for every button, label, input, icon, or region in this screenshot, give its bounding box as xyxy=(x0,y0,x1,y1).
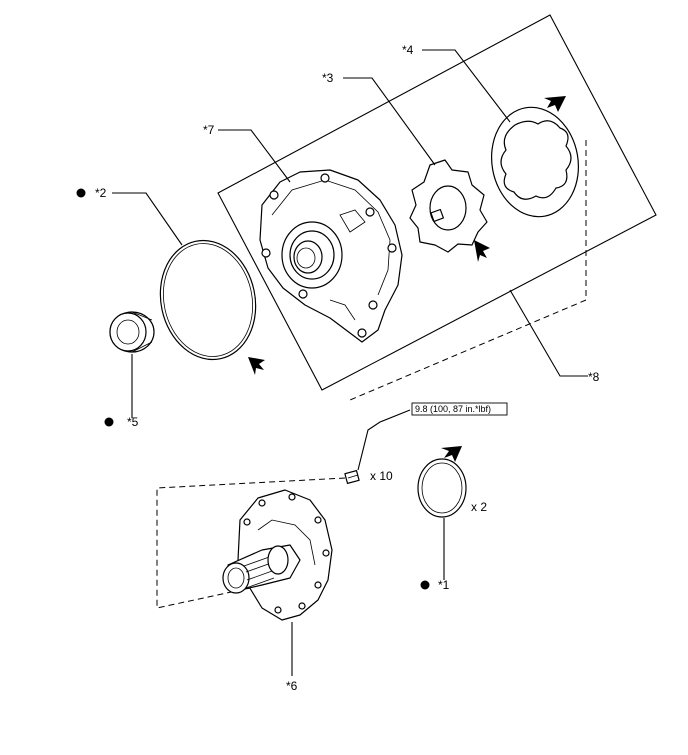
replace-mark-icon xyxy=(420,580,430,590)
torque-spec: 9.8 (100, 87 in.*lbf) xyxy=(415,404,491,414)
subassembly-frame xyxy=(217,14,657,391)
leader-lines xyxy=(112,49,588,676)
callout-label-1: *1 xyxy=(438,578,450,592)
arrow-icon xyxy=(441,446,462,462)
bolt-quantity: x 10 xyxy=(370,469,393,483)
dashed-reference-line xyxy=(349,299,587,401)
callout-label-3: *3 xyxy=(322,71,334,85)
oil-pump-body xyxy=(259,169,403,343)
ring-quantity: x 2 xyxy=(471,500,487,514)
callout-label-8: *8 xyxy=(588,370,600,384)
arrow-icon xyxy=(544,96,566,112)
callout-label-7: *7 xyxy=(203,123,215,137)
stator-shaft xyxy=(222,489,333,621)
callout-label-2: *2 xyxy=(95,186,107,200)
callout-label-4: *4 xyxy=(402,43,414,57)
driven-gear xyxy=(490,106,580,218)
drive-gear xyxy=(409,159,488,253)
replace-mark-icon xyxy=(76,188,86,198)
torque-spec-box xyxy=(411,402,508,416)
replace-mark-icon xyxy=(104,417,114,427)
callout-label-5: *5 xyxy=(127,415,139,429)
arrow-icon xyxy=(474,240,490,262)
o-ring xyxy=(159,239,257,361)
oil-seal xyxy=(109,311,155,353)
seal-ring xyxy=(417,458,467,518)
install-arrows xyxy=(248,96,566,462)
bolt xyxy=(344,409,411,484)
callout-label-6: *6 xyxy=(286,679,298,693)
arrow-icon xyxy=(248,357,265,375)
dashed-reference-line xyxy=(156,477,346,609)
